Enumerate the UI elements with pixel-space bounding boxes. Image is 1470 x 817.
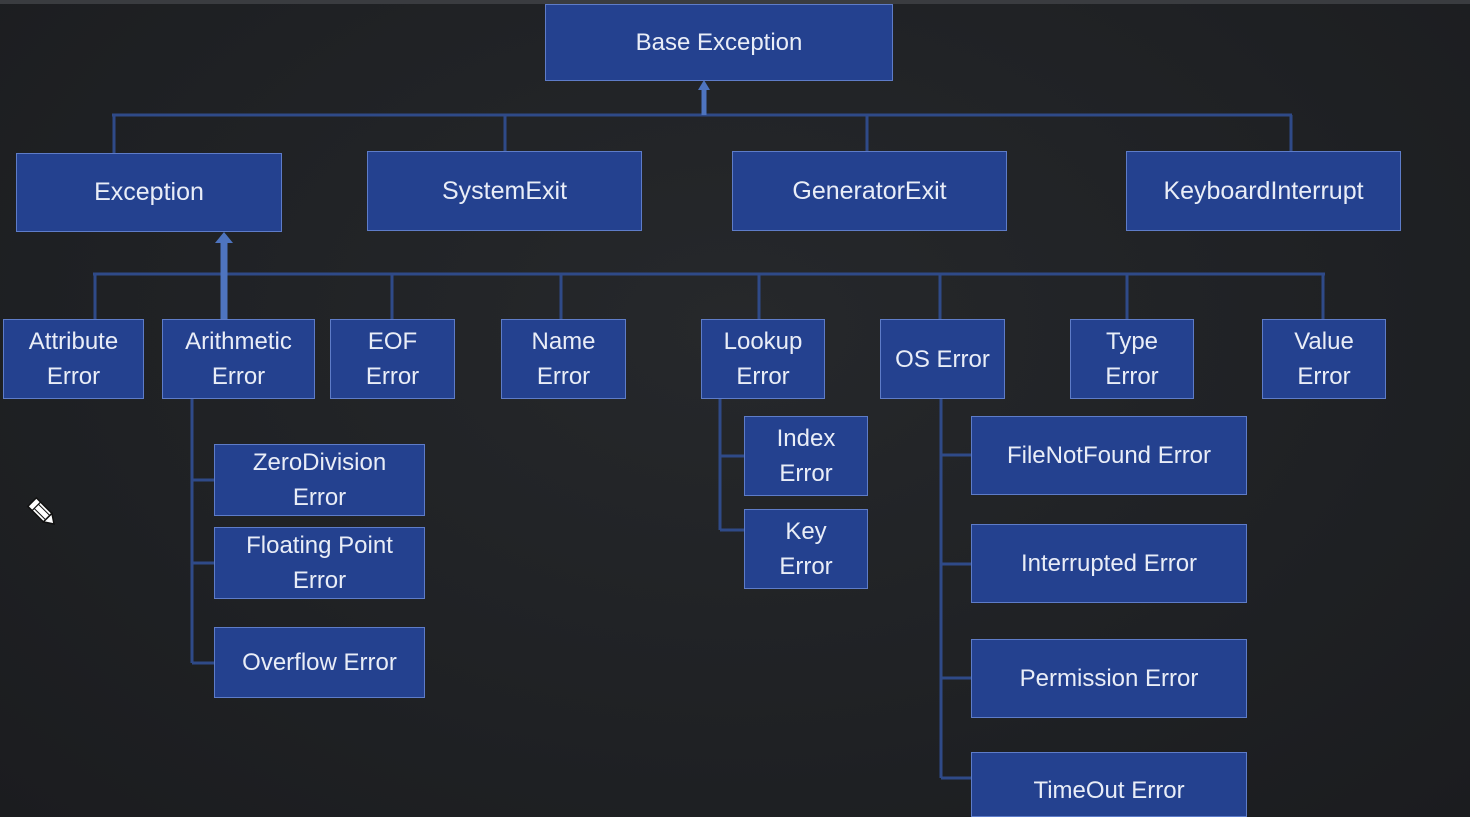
node-attribute-error[interactable]: Attribute Error <box>3 319 144 399</box>
node-name-error[interactable]: Name Error <box>501 319 626 399</box>
node-lookup-error[interactable]: Lookup Error <box>701 319 825 399</box>
node-timeout-error[interactable]: TimeOut Error <box>971 752 1247 817</box>
node-eof-error[interactable]: EOF Error <box>330 319 455 399</box>
node-value-error[interactable]: Value Error <box>1262 319 1386 399</box>
node-generator-exit[interactable]: GeneratorExit <box>732 151 1007 231</box>
node-arithmetic-error[interactable]: Arithmetic Error <box>162 319 315 399</box>
node-index-error[interactable]: Index Error <box>744 416 868 496</box>
node-exception[interactable]: Exception <box>16 153 282 232</box>
node-overflow-error[interactable]: Overflow Error <box>214 627 425 698</box>
node-type-error[interactable]: Type Error <box>1070 319 1194 399</box>
node-key-error[interactable]: Key Error <box>744 509 868 589</box>
arrow-head-base <box>698 80 710 90</box>
node-system-exit[interactable]: SystemExit <box>367 151 642 231</box>
node-floating-point-error[interactable]: Floating Point Error <box>214 527 425 599</box>
node-zero-division-error[interactable]: ZeroDivision Error <box>214 444 425 516</box>
node-keyboard-interrupt[interactable]: KeyboardInterrupt <box>1126 151 1401 231</box>
node-base-exception[interactable]: Base Exception <box>545 4 893 81</box>
node-os-error[interactable]: OS Error <box>880 319 1005 399</box>
arrow-head-exception <box>215 232 233 243</box>
top-border-strip <box>0 0 1470 4</box>
node-file-not-found-error[interactable]: FileNotFound Error <box>971 416 1247 495</box>
pencil-cursor-icon <box>26 496 55 525</box>
node-permission-error[interactable]: Permission Error <box>971 639 1247 718</box>
node-interrupted-error[interactable]: Interrupted Error <box>971 524 1247 603</box>
